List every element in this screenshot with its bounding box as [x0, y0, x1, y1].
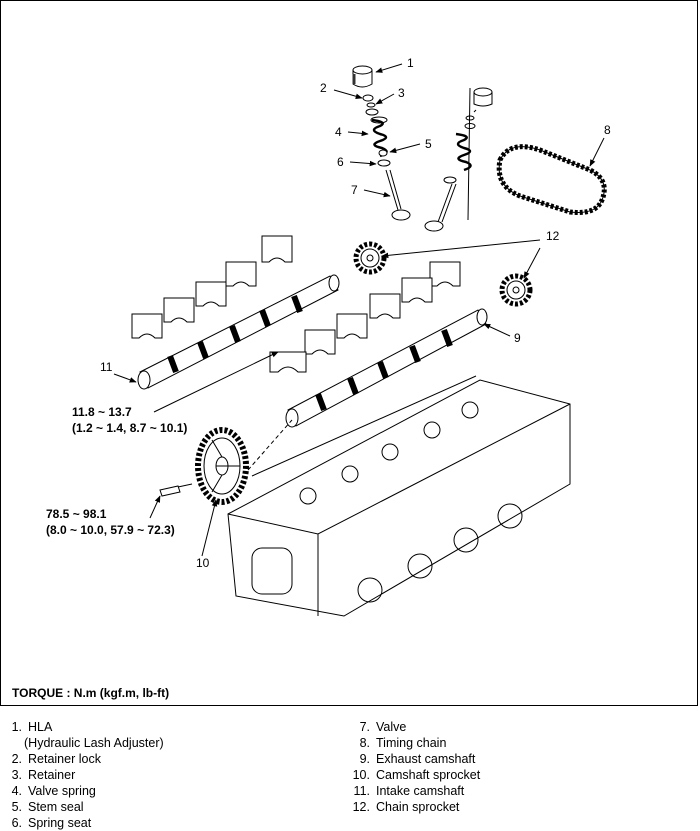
hla-drawing — [352, 65, 373, 88]
legend-item-10: 10.Camshaft sprocket — [352, 768, 481, 782]
callout-6: 6 — [337, 155, 344, 169]
legend-item-3: 3.Retainer — [11, 768, 76, 782]
torque-sprocket-bolt-alt: (8.0 ~ 10.0, 57.9 ~ 72.3) — [46, 523, 175, 537]
callout-3: 3 — [398, 86, 405, 100]
callout-9: 9 — [514, 331, 521, 345]
legend-item-9: 9.Exhaust camshaft — [359, 752, 476, 766]
exploded-view-drawing — [113, 63, 607, 617]
callout-7: 7 — [351, 183, 358, 197]
callout-4: 4 — [335, 125, 342, 139]
camshaft-sprocket-drawing — [195, 427, 249, 505]
legend-item-8: 8.Timing chain — [359, 736, 447, 750]
legend-item-1-sub: (Hydraulic Lash Adjuster) — [24, 736, 164, 750]
retainer-lock-drawing — [362, 94, 379, 116]
legend-item-11: 11.Intake camshaft — [353, 784, 465, 798]
legend-item-7: 7.Valve — [359, 720, 407, 734]
torque-sprocket-bolt-value: 78.5 ~ 98.1 — [46, 507, 107, 521]
leader-lines — [113, 63, 605, 557]
legend-item-6: 6.Spring seat — [11, 816, 92, 830]
exhaust-camshaft-caps-drawing — [269, 261, 461, 373]
exhaust-camshaft-drawing — [285, 308, 488, 428]
legend-item-5: 5.Stem seal — [11, 800, 84, 814]
torque-unit-title: TORQUE : N.m (kgf.m, lb-ft) — [12, 686, 170, 700]
legend-item-1: 1.HLA — [11, 720, 53, 734]
callout-2: 2 — [320, 81, 327, 95]
valve-spring-drawing — [370, 116, 388, 158]
legend-right: 7.Valve 8.Timing chain 9.Exhaust camshaf… — [346, 719, 481, 815]
stem-seal-drawing — [377, 149, 391, 167]
callout-12: 12 — [546, 229, 560, 243]
legend-item-2: 2.Retainer lock — [11, 752, 101, 766]
callout-5: 5 — [425, 137, 432, 151]
valve-drawing — [385, 169, 411, 221]
legend-item-4: 4.Valve spring — [11, 784, 96, 798]
callout-1: 1 — [407, 56, 414, 70]
callout-11: 11 — [100, 360, 113, 374]
torque-camshaft-cap-value: 11.8 ~ 13.7 — [72, 405, 132, 419]
second-valve-assembly-drawing — [424, 87, 493, 232]
sprocket-bolt-drawing — [159, 483, 193, 497]
torque-camshaft-cap-alt: (1.2 ~ 1.4, 8.7 ~ 10.1) — [72, 421, 188, 435]
legend-item-12: 12.Chain sprocket — [352, 800, 460, 814]
callout-10: 10 — [196, 556, 210, 570]
intake-camshaft-drawing — [137, 274, 340, 390]
intake-camshaft-caps-drawing — [131, 235, 293, 339]
cylinder-head-drawing — [227, 375, 571, 617]
legend-left: 1.HLA (Hydraulic Lash Adjuster) 2.Retain… — [2, 719, 164, 831]
timing-chain-drawing — [496, 144, 607, 215]
callout-8: 8 — [604, 123, 611, 137]
diagram-frame — [0, 0, 698, 706]
